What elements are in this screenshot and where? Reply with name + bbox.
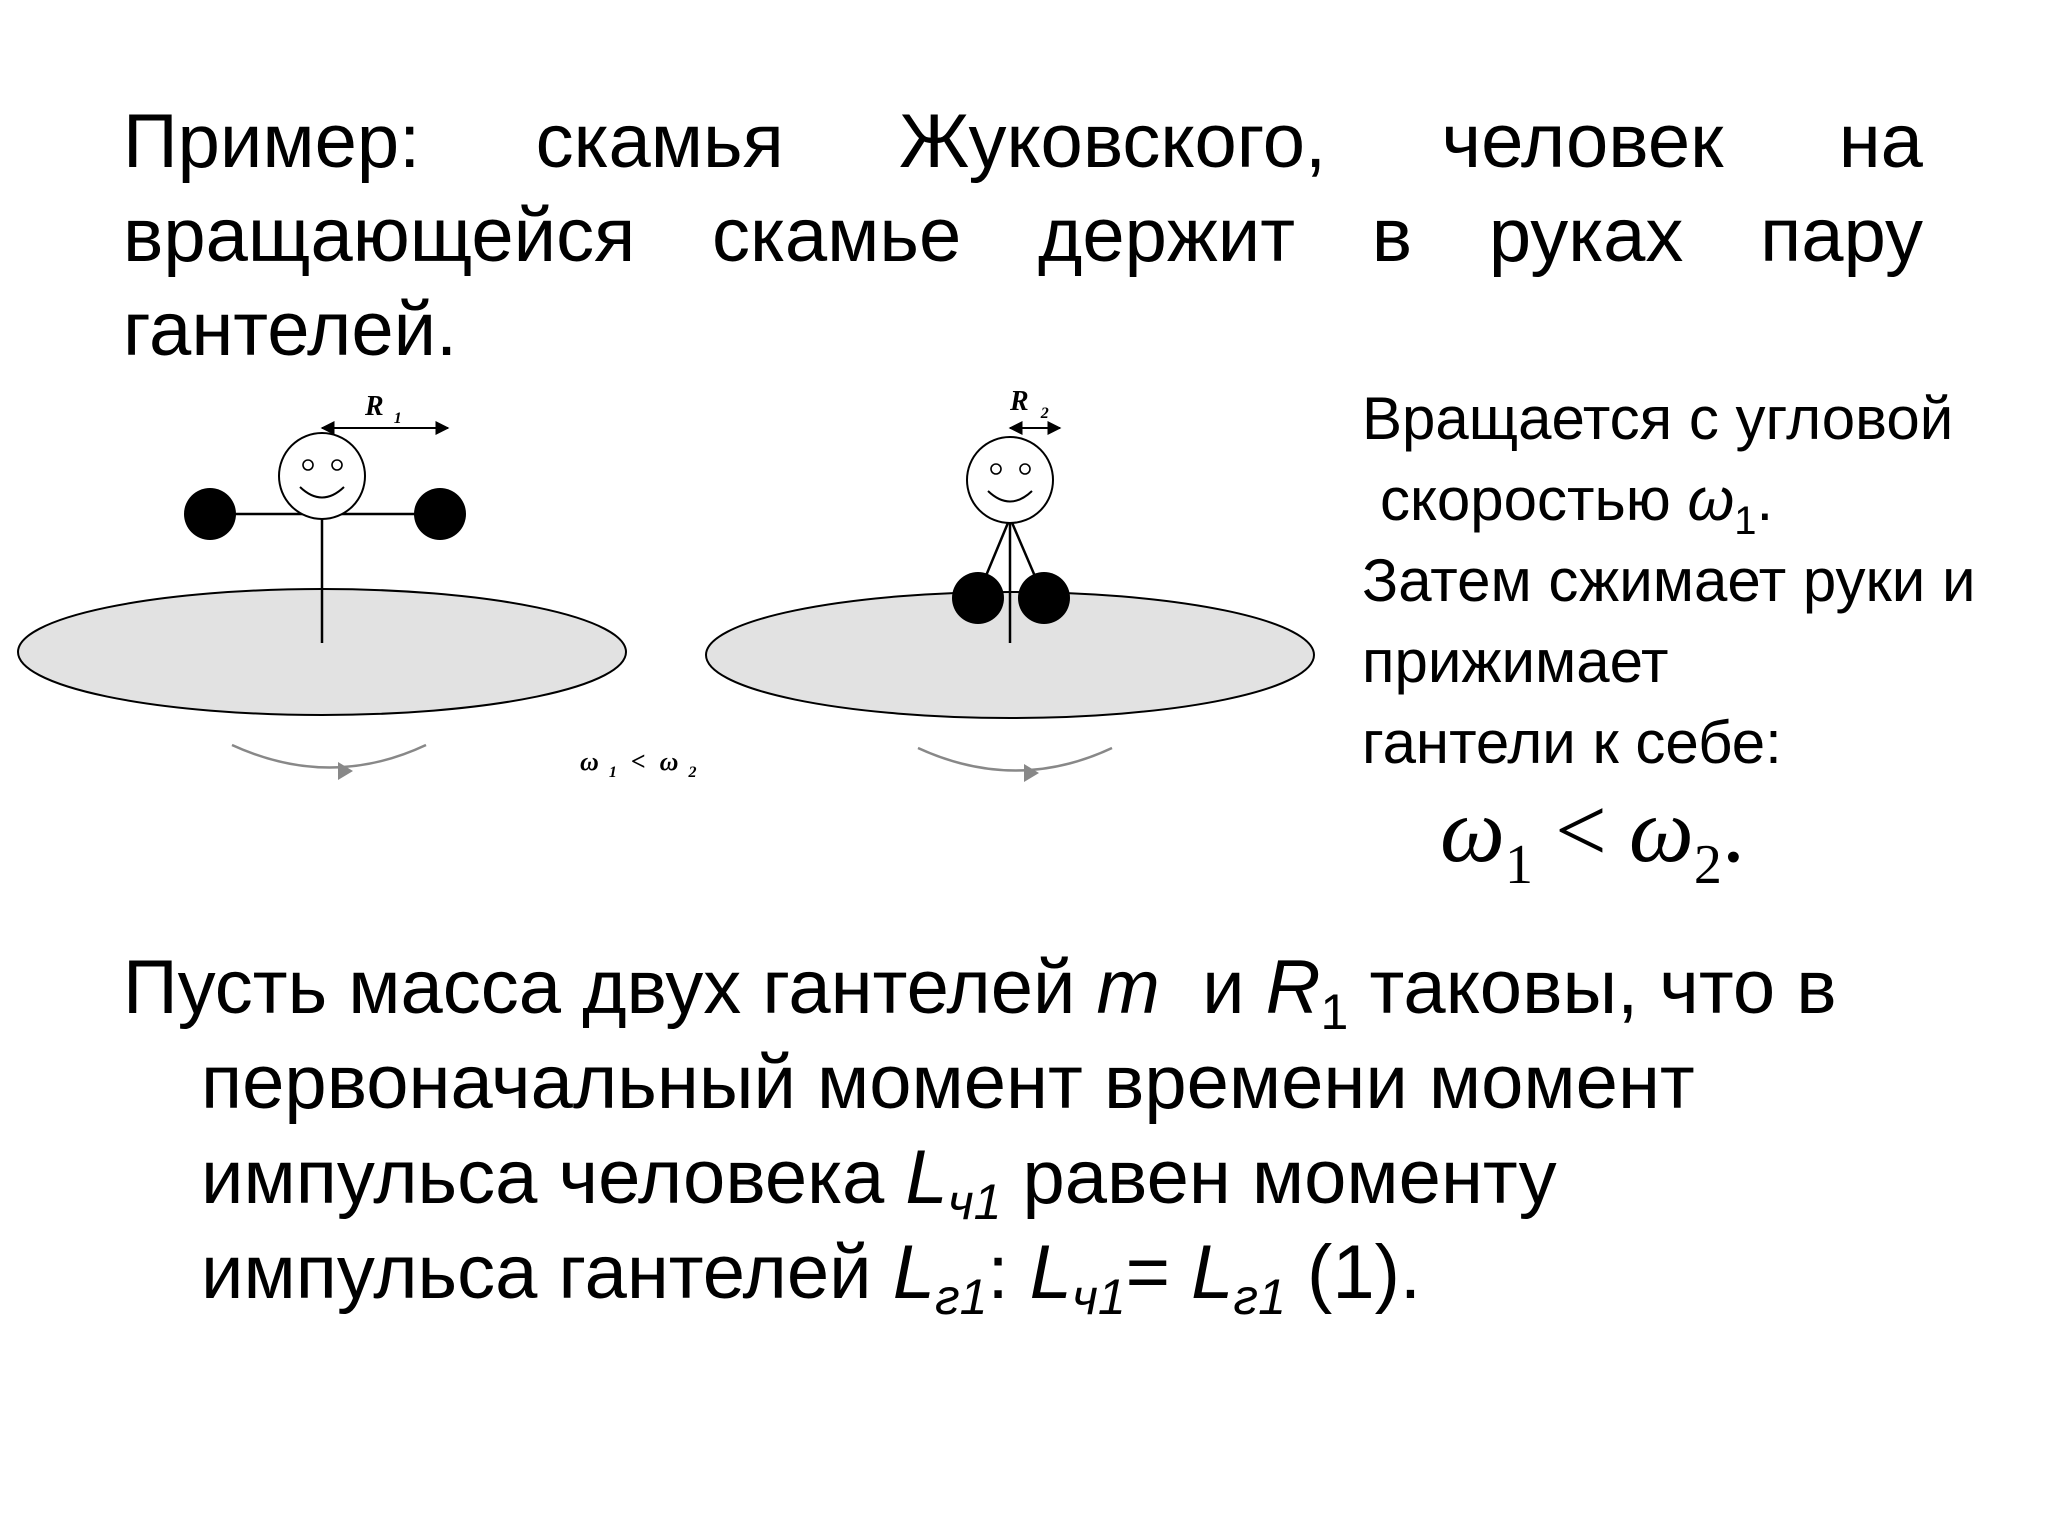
momentum-symbol: L	[1191, 1230, 1234, 1315]
intro-word: держит	[1038, 193, 1295, 278]
momentum-symbol: L	[1029, 1230, 1072, 1315]
side-line-2: скоростью ω1.	[1362, 459, 2048, 543]
side-line-2-end: .	[1756, 466, 1774, 533]
formula-omega-1: ω	[1440, 779, 1505, 881]
momentum-sub: г1	[1233, 1269, 1286, 1325]
intro-line-2: вращающейся скамье держит в руках пару	[123, 189, 1923, 283]
intro-word: скамья	[535, 99, 784, 184]
side-line-4: прижимает	[1362, 628, 1669, 695]
side-description: Вращается с угловой скоростью ω1. Затем …	[1362, 378, 2048, 783]
bottom-text: :	[987, 1230, 1030, 1315]
left-dumbbell-icon	[184, 488, 236, 540]
intro-word: гантелей.	[123, 287, 458, 372]
side-line-1: Вращается с угловой	[1362, 385, 1954, 452]
intro-word: пару	[1760, 193, 1923, 278]
right-dumbbell-left-icon	[952, 572, 1004, 624]
left-face-icon	[278, 432, 366, 520]
intro-word: Жуковского,	[899, 99, 1327, 184]
momentum-symbol: L	[905, 1135, 948, 1220]
left-rotation-arrowhead-icon	[338, 762, 353, 780]
intro-line-1: Пример: скамья Жуковского, человек на	[123, 95, 1923, 189]
formula-sub-1: 1	[1504, 834, 1533, 896]
radius-symbol: R	[1265, 945, 1321, 1030]
right-rotation-arrowhead-icon	[1024, 764, 1039, 782]
right-face-icon	[966, 436, 1054, 524]
bottom-text: Пусть масса двух гантелей	[123, 945, 1097, 1030]
formula-period: .	[1721, 779, 1745, 881]
bottom-line-3: импульса человека Lч1 равен моменту	[123, 1130, 1963, 1227]
right-dumbbell-icon	[414, 488, 466, 540]
intro-word: в	[1371, 193, 1413, 278]
right-rotation-arrow-icon	[917, 746, 1113, 772]
intro-word: руках	[1488, 193, 1684, 278]
bottom-line-2: первоначальный момент времени момент	[201, 1040, 1695, 1125]
intro-word: скамье	[711, 193, 962, 278]
left-rotation-arrow-icon	[231, 743, 427, 769]
intro-word: на	[1838, 99, 1923, 184]
omega-inequality-formula: ω1<ω2.	[1440, 775, 1745, 893]
momentum-sub: ч1	[1071, 1269, 1126, 1325]
formula-less-than: <	[1554, 779, 1607, 881]
formula-sub-2: 2	[1693, 834, 1722, 896]
radius-sub: 1	[1320, 984, 1349, 1040]
side-omega-sub: 1	[1734, 499, 1757, 543]
momentum-sub: г1	[934, 1269, 988, 1325]
bottom-text: равен моменту	[1001, 1135, 1557, 1220]
bottom-text: импульса человека	[201, 1135, 906, 1220]
bottom-text: и	[1159, 945, 1266, 1030]
intro-paragraph: Пример: скамья Жуковского, человек на вр…	[123, 95, 1923, 377]
bottom-text: импульса гантелей	[201, 1230, 893, 1315]
bottom-text: =	[1125, 1230, 1192, 1315]
bottom-text: таковы, что в	[1348, 945, 1837, 1030]
momentum-symbol: L	[892, 1230, 935, 1315]
side-omega-symbol: ω	[1687, 466, 1735, 533]
bottom-line-4: импульса гантелей Lг1: Lч1= Lг1 (1).	[123, 1225, 1963, 1322]
side-line-5: гантели к себе:	[1362, 709, 1782, 776]
bottom-paragraph: Пусть масса двух гантелей m и R1 таковы,…	[123, 940, 1963, 1322]
momentum-sub: ч1	[947, 1174, 1002, 1230]
side-line-3: Затем сжимает руки и	[1362, 547, 1976, 614]
intro-word: вращающейся	[123, 193, 636, 278]
formula-omega-2: ω	[1628, 779, 1694, 881]
intro-line-3: гантелей.	[123, 283, 1923, 377]
bottom-text: (1).	[1285, 1230, 1422, 1315]
bottom-line-1: Пусть масса двух гантелей m и R1 таковы,…	[123, 940, 1963, 1037]
side-line-2-text: скоростью	[1380, 466, 1688, 533]
intro-word: Пример:	[123, 99, 421, 184]
right-dumbbell-right-icon	[1018, 572, 1070, 624]
mass-symbol: m	[1096, 945, 1160, 1030]
intro-word: человек	[1441, 99, 1724, 184]
